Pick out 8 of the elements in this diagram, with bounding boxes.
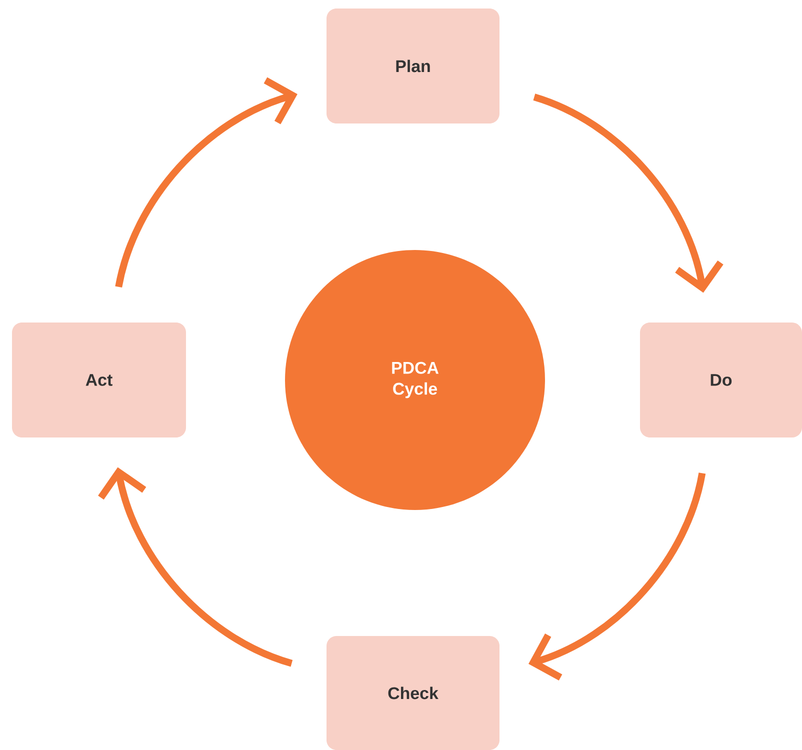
process-box: Check: [326, 636, 500, 750]
arrow: [98, 467, 293, 667]
arrow: [533, 94, 724, 293]
arrow: [528, 472, 706, 680]
process-box: Do: [640, 322, 802, 438]
process-box: Plan: [326, 8, 500, 124]
arrow: [115, 77, 298, 288]
process-box: Act: [12, 322, 186, 438]
